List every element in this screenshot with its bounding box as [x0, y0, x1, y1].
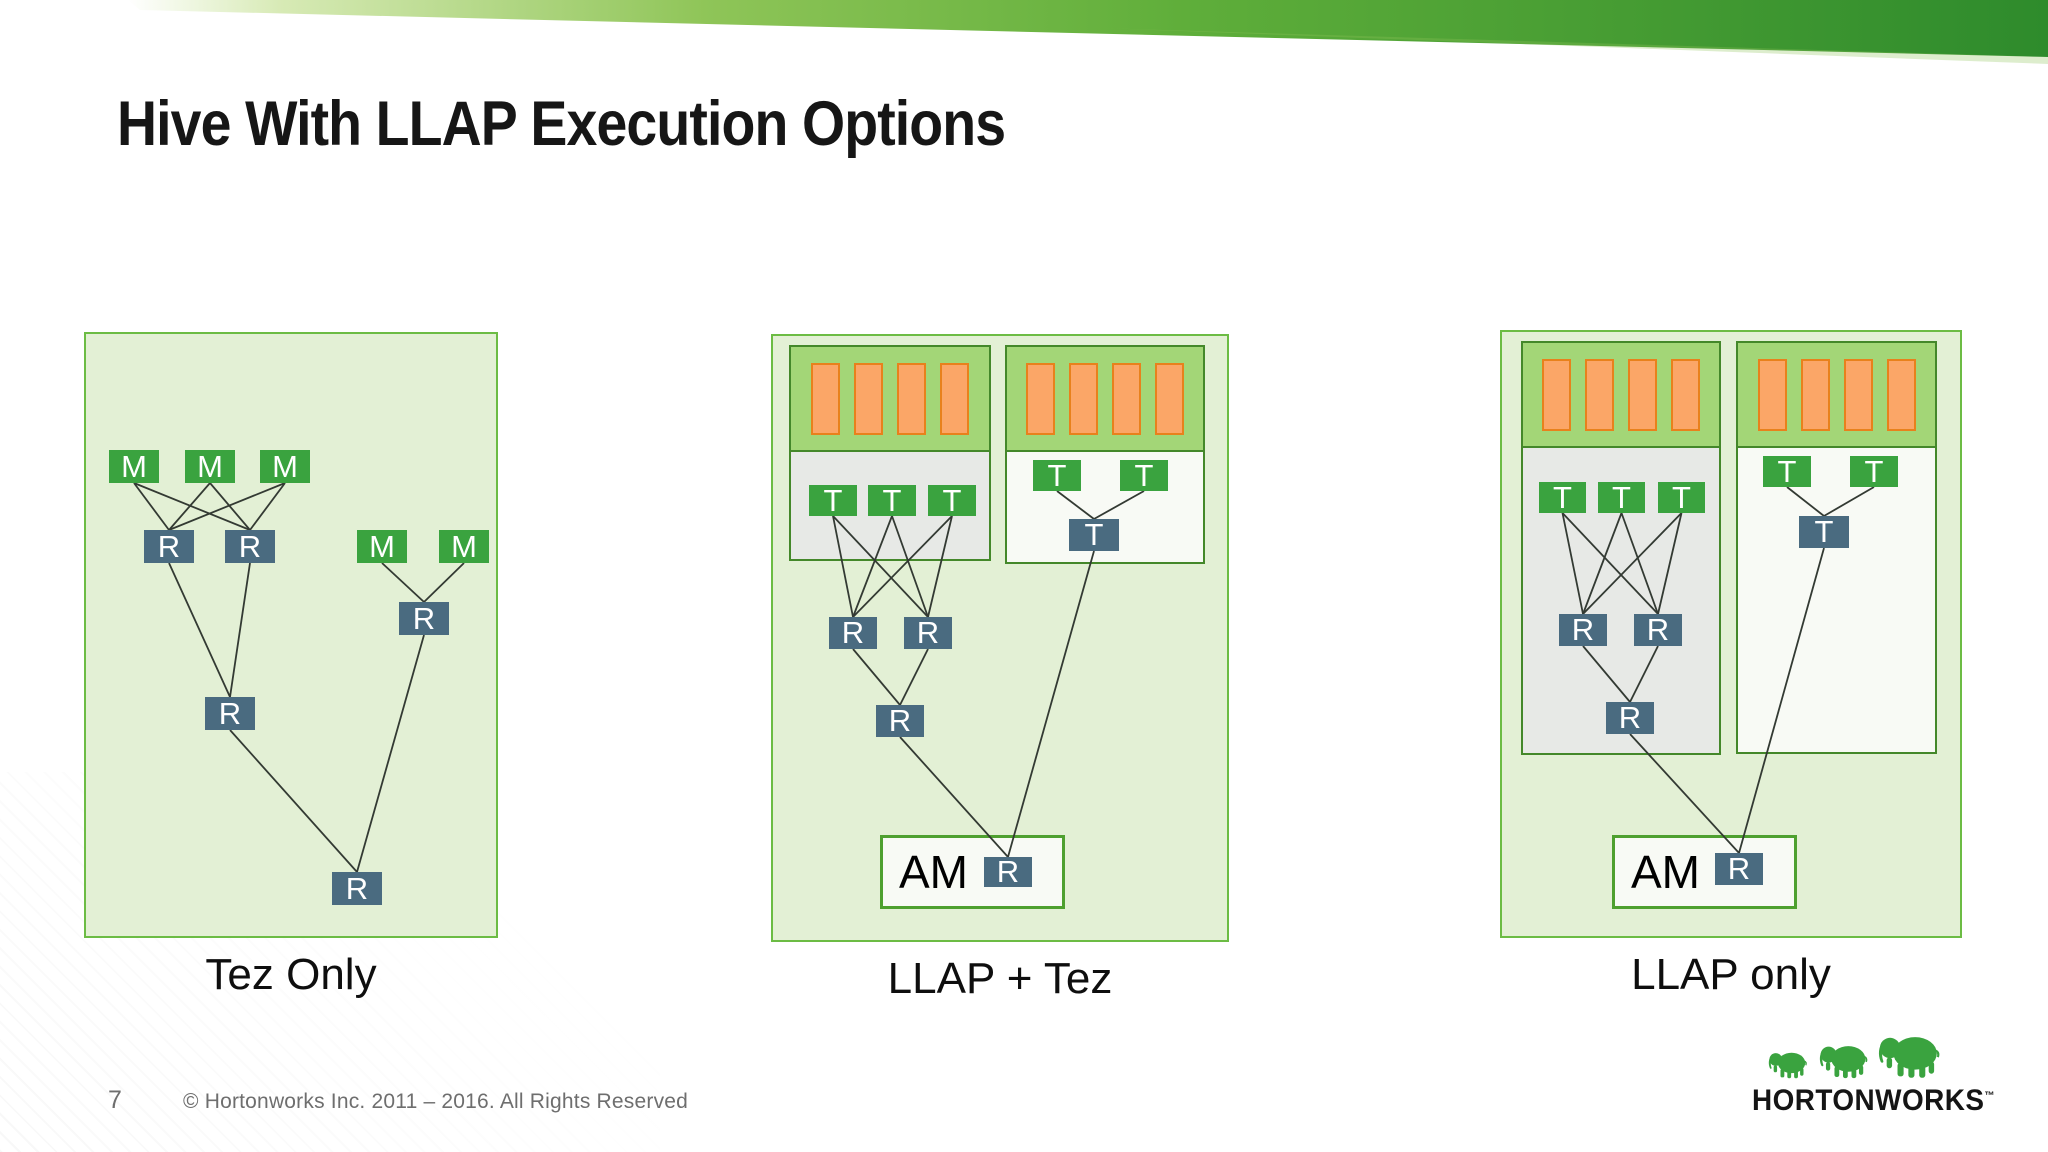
task-node-r2: R [225, 530, 275, 563]
memory-bar [1585, 359, 1614, 431]
memory-bar [1886, 359, 1916, 431]
memory-bar [1069, 363, 1098, 435]
dag-edge [852, 648, 901, 706]
cache-strip [1007, 347, 1203, 452]
dag-edge [381, 562, 425, 603]
task-node-r2: R [1634, 614, 1682, 646]
panel-caption: LLAP only [1631, 950, 1831, 999]
task-node-r1: R [829, 617, 877, 649]
dag-edge [1007, 550, 1095, 858]
copyright-text: © Hortonworks Inc. 2011 – 2016. All Righ… [183, 1090, 689, 1113]
dag-edges [133, 482, 465, 873]
task-node-t4: T [1763, 456, 1811, 487]
hortonworks-logo: HORTONWORKS™ [1744, 1024, 1996, 1118]
task-node-t2: T [1598, 482, 1645, 513]
cache-strip [791, 347, 989, 452]
app-master-box: AM [1612, 835, 1797, 909]
llap-daemon-container [1521, 341, 1721, 755]
panel-caption: LLAP + Tez [887, 954, 1113, 1003]
task-node-r3: R [205, 697, 255, 730]
task-node-t3: T [928, 485, 976, 516]
dag-edge [168, 482, 286, 531]
dag-edge [229, 562, 251, 698]
task-node-m3: M [260, 450, 310, 483]
dag-edge [249, 482, 286, 531]
task-node-t3: T [1658, 482, 1705, 513]
page-title: Hive With LLAP Execution Options [117, 89, 1006, 159]
app-master-box: AM [880, 835, 1065, 909]
memory-bar [1628, 359, 1657, 431]
dag-edge [899, 648, 929, 706]
dag-edge [168, 562, 231, 698]
task-node-t2: T [868, 485, 916, 516]
dag-edge [133, 482, 170, 531]
task-node-t4: T [1033, 460, 1081, 491]
memory-bar [1671, 359, 1700, 431]
executor-area [1738, 448, 1935, 752]
memory-bar [1542, 359, 1571, 431]
task-node-t1: T [1539, 482, 1586, 513]
memory-bar [1843, 359, 1873, 431]
hortonworks-wordmark: HORTONWORKS™ [1751, 1084, 1996, 1117]
memory-bar [897, 363, 926, 435]
task-node-r4: R [332, 872, 382, 905]
memory-bar [1800, 359, 1830, 431]
task-node-t6: T [1799, 516, 1849, 548]
task-node-r1: R [144, 530, 194, 563]
task-node-r3: R [1606, 702, 1654, 734]
panel-caption: Tez Only [205, 950, 377, 999]
task-node-m4: M [357, 530, 407, 563]
memory-bar [854, 363, 883, 435]
memory-bar [940, 363, 969, 435]
task-node-r4: R [984, 857, 1032, 887]
memory-bar [811, 363, 840, 435]
llap-daemon-container [789, 345, 991, 561]
task-node-r4: R [1715, 853, 1763, 885]
task-node-t6: T [1069, 519, 1119, 551]
task-node-t5: T [1850, 456, 1898, 487]
dag-edge [133, 482, 251, 531]
task-node-r2: R [904, 617, 952, 649]
dag-edge [229, 729, 358, 873]
memory-bar [1026, 363, 1055, 435]
dag-edge [209, 482, 251, 531]
hortonworks-elephants-icon [1768, 1037, 1940, 1079]
task-node-t1: T [809, 485, 857, 516]
memory-bar [1757, 359, 1787, 431]
top-ribbon-graphic [128, 0, 2048, 64]
task-node-m5: M [439, 530, 489, 563]
task-node-m2: M [185, 450, 235, 483]
task-node-r1: R [1559, 614, 1607, 646]
task-node-r3: R [876, 705, 924, 737]
dag-edge [356, 634, 425, 873]
page-number: 7 [108, 1086, 122, 1114]
trademark-symbol: ™ [1984, 1090, 1996, 1102]
memory-bar [1155, 363, 1184, 435]
cache-strip [1738, 343, 1935, 448]
task-node-t5: T [1120, 460, 1168, 491]
dag-edge [168, 482, 211, 531]
dag-edge [423, 562, 465, 603]
task-node-r5: R [399, 602, 449, 635]
cache-strip [1523, 343, 1719, 448]
task-node-m1: M [109, 450, 159, 483]
memory-bar [1112, 363, 1141, 435]
